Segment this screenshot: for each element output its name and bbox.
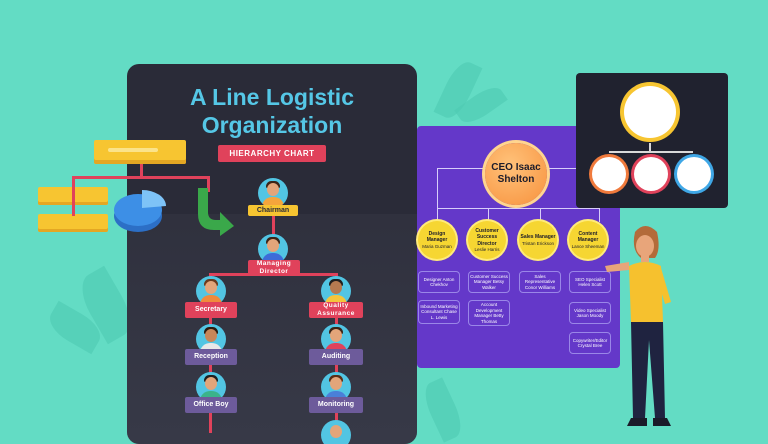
chairman-label: Chairman (248, 205, 298, 216)
secretary-avatar (196, 276, 226, 306)
chart-title-line2: Organization (201, 112, 343, 138)
connector-line (437, 168, 485, 169)
employee-box: Video Specialist Jason Moody (569, 302, 611, 324)
child-node-circle (677, 157, 711, 191)
child-node-circle (634, 157, 668, 191)
connector-line (547, 168, 599, 169)
secretary-label: Secretary (185, 302, 237, 318)
employee-box: Customer Success Manager Betsy Walker (468, 271, 510, 293)
connector-line (72, 176, 75, 216)
quality-assurance-avatar (321, 276, 351, 306)
leaf-decoration (418, 377, 468, 443)
arrow-icon (198, 188, 234, 236)
chairman-avatar (258, 178, 288, 208)
quality-assurance-label: Quality Assurance (309, 302, 363, 318)
subtitle-badge: HIERARCHY CHART (218, 145, 326, 162)
managing-director-label: Managing Director (248, 260, 300, 276)
employee-box: SEO Specialist Helen Scott (569, 271, 611, 293)
connector-line (272, 212, 275, 242)
presenter-illustration (605, 226, 671, 426)
employee-box: Copywriter/Editor Crystal Bree (569, 332, 611, 354)
employee-box: Account Development Manager Betty Thomas (468, 300, 510, 326)
connector-line (540, 208, 541, 222)
connector-line (437, 168, 438, 222)
reception-label: Reception (185, 349, 237, 365)
top-node-circle (624, 86, 676, 138)
connector-line (437, 208, 599, 209)
connector-line (140, 164, 143, 178)
connector-line (207, 176, 210, 192)
org-bar-bottom (38, 214, 108, 232)
chart-title-line1: A Line Logistic (190, 84, 354, 110)
connector-line (649, 143, 651, 153)
child-node-circle (592, 157, 626, 191)
managing-director-avatar (258, 234, 288, 264)
hierarchy-chart-panel: A Line Logistic Organization HIERARCHY C… (127, 64, 417, 444)
connector-line (609, 151, 693, 153)
pie-chart-icon (114, 190, 166, 232)
employee-box: Designer Anton Chekhov (418, 271, 460, 293)
employee-box: Inbound Marketing Consultant Chase L. Le… (418, 300, 460, 324)
auditing-label: Auditing (309, 349, 363, 365)
monitoring-label: Monitoring (309, 397, 363, 413)
employee-box: Sales Representative Conor Williams (519, 271, 561, 293)
extra-avatar (321, 420, 351, 444)
org-bar-line (108, 148, 158, 152)
org-bar-top (94, 140, 186, 164)
ceo-node: CEO Isaac Shelton (485, 143, 547, 205)
connector-line (488, 208, 489, 222)
hierarchy-icon-panel (576, 73, 728, 208)
office-boy-label: Office Boy (185, 397, 237, 413)
